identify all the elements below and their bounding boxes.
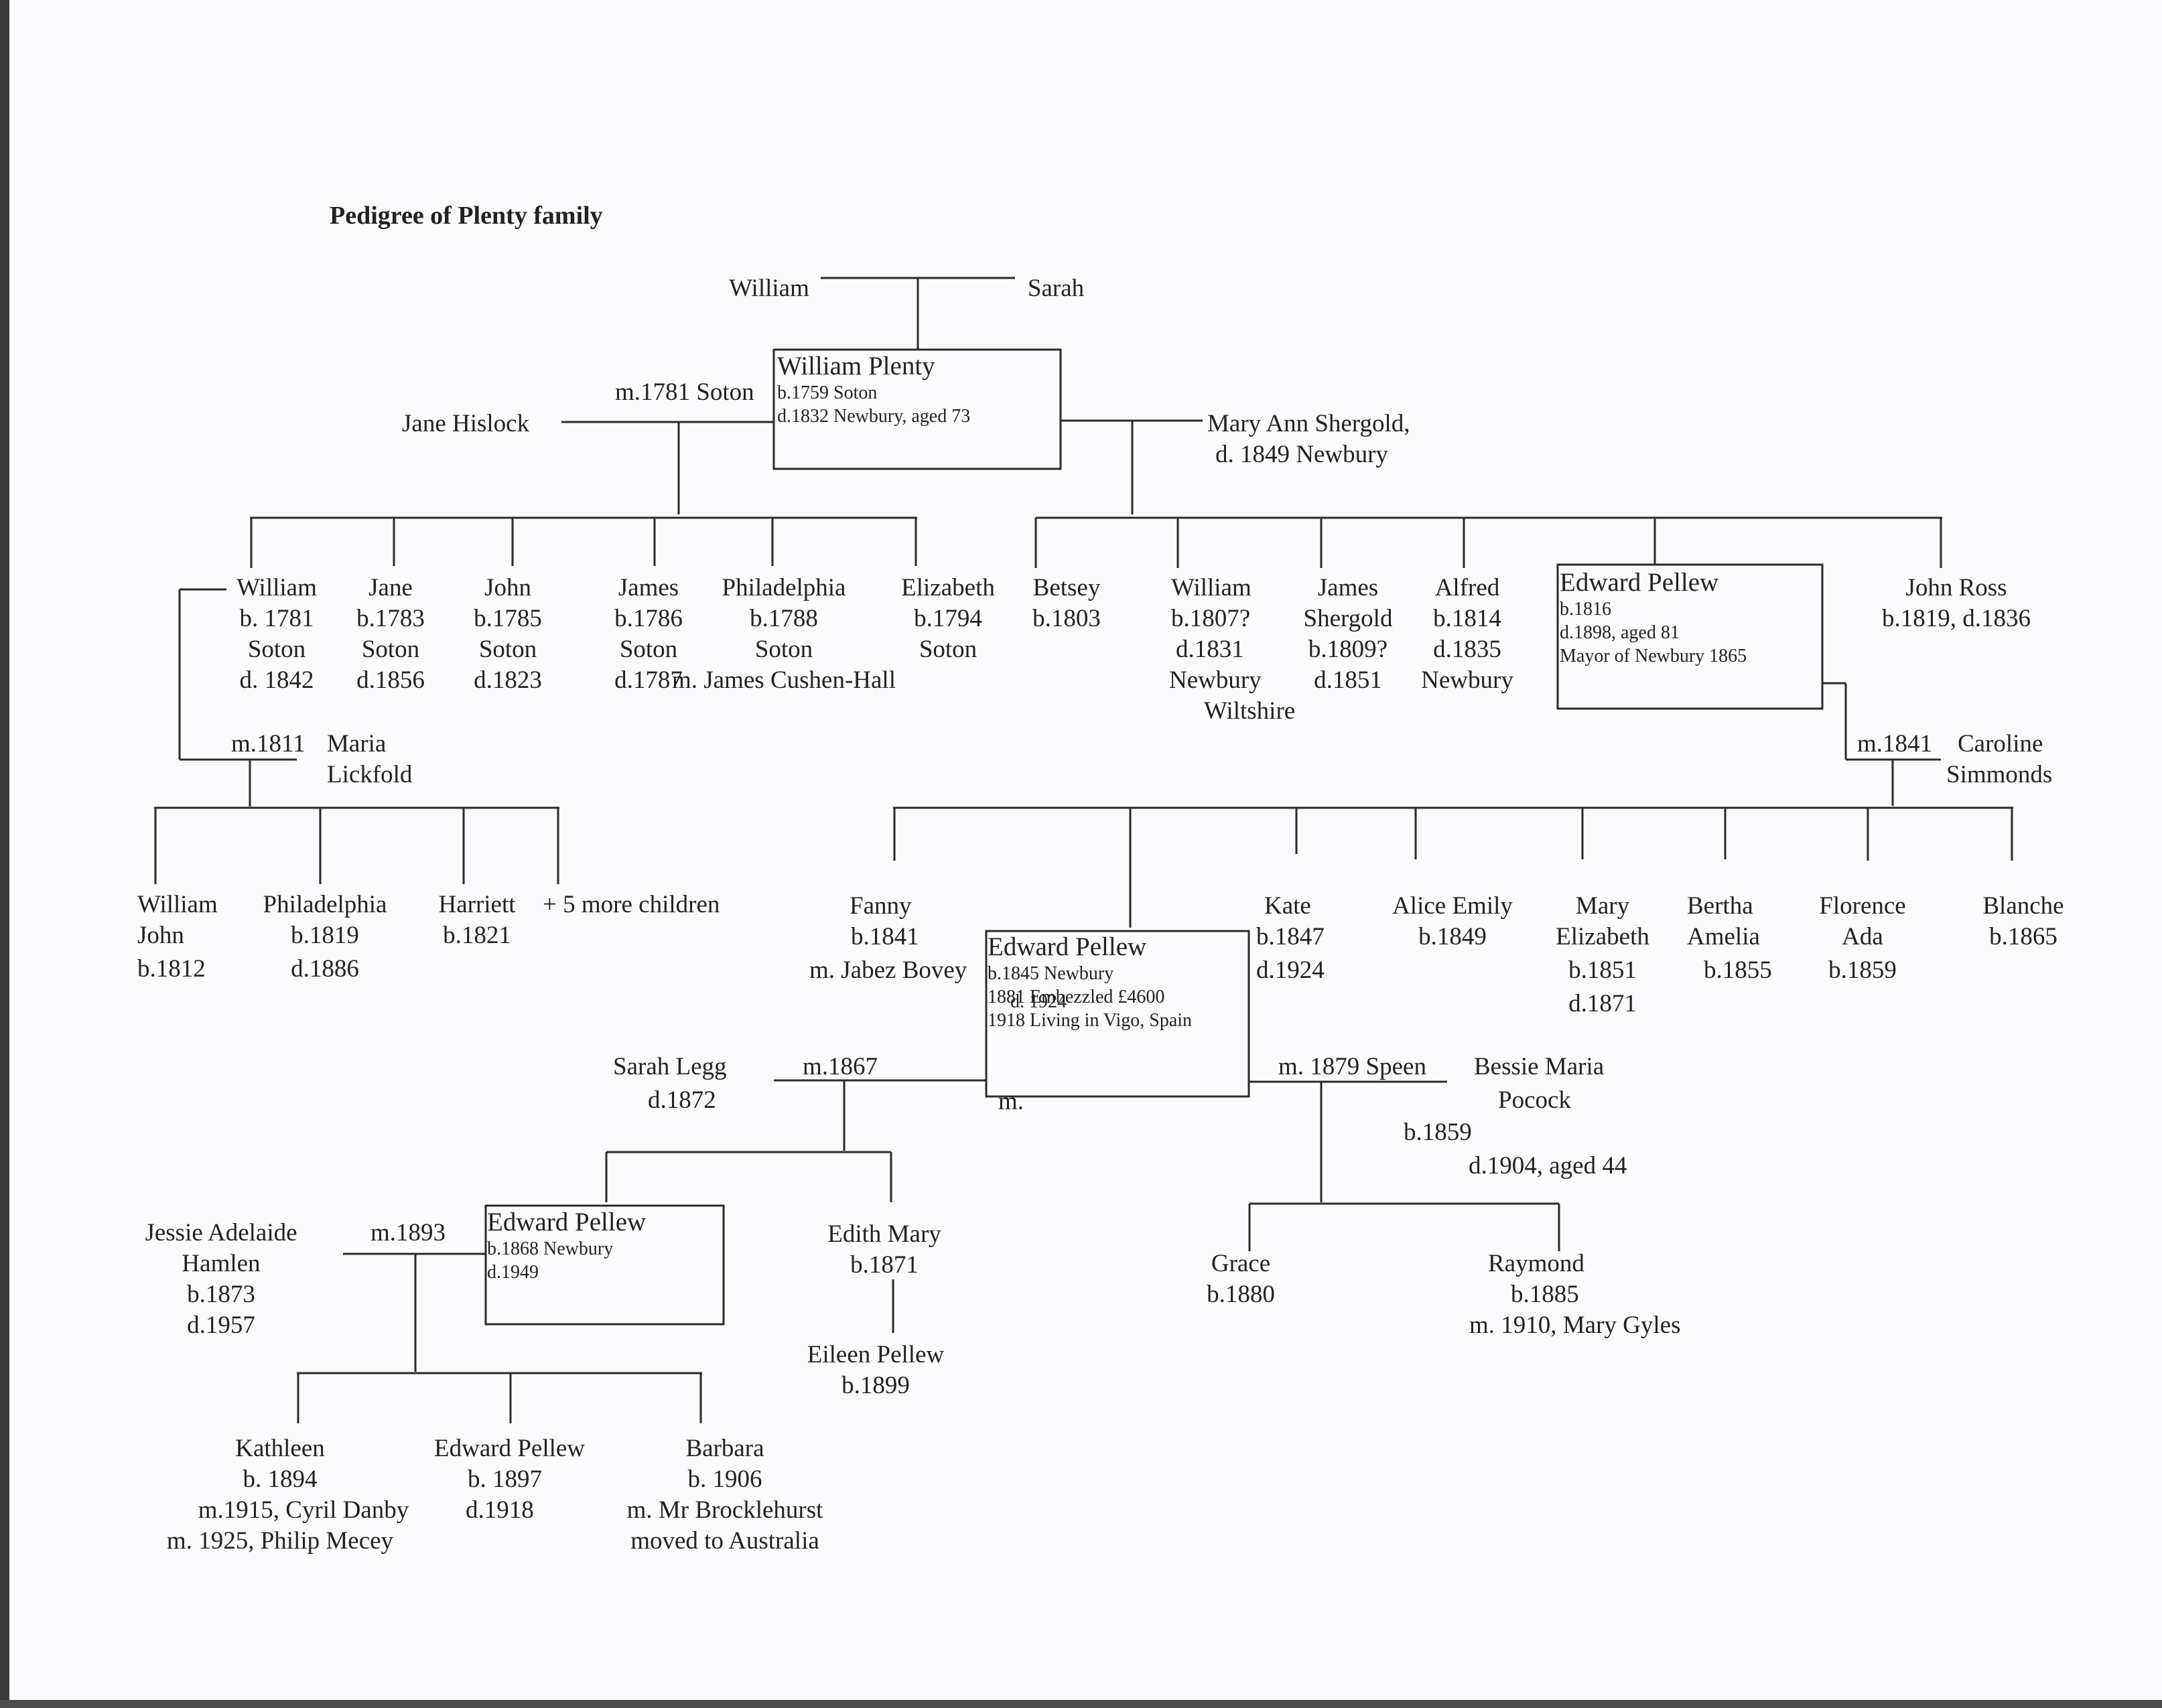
person-william-1807: William b.1807? d.1831 Newbury Wiltshire <box>1169 574 1296 725</box>
person-edward-pellew-1816: Edward Pellew b.1816 d.1898, aged 81 May… <box>1560 568 1747 666</box>
person-william-plenty: William Plenty b.1759 Soton d.1832 Newbu… <box>777 352 971 427</box>
scan-edge-bottom <box>0 1700 2162 1708</box>
box-edward-1845 <box>985 930 1250 1098</box>
person-fanny: Fanny b.1841 m. Jabez Bovey <box>809 892 967 984</box>
person-jane-hislock: Jane Hislock <box>402 410 530 437</box>
person-mary-elizabeth: Mary Elizabeth b.1851 d.1871 <box>1556 892 1649 1017</box>
marriage-1811-label: m.1811 <box>231 730 306 758</box>
box-edward-1868 <box>484 1204 725 1326</box>
marriage-1893-label: m.1893 <box>370 1219 446 1247</box>
person-sarah-legg: Sarah Legg d.1872 <box>613 1053 727 1114</box>
bessie-death: d.1904, aged 44 <box>1469 1152 1627 1180</box>
marriage-1879-label: m. 1879 Speen <box>1278 1053 1426 1080</box>
person-kate: Kate b.1847 d.1924 <box>1256 892 1325 984</box>
person-bessie-maria-pocock: Bessie Maria Pocock <box>1474 1053 1605 1114</box>
person-florence-ada: Florence Ada b.1859 <box>1819 892 1906 984</box>
marriage-1867-label: m.1867 <box>803 1053 878 1080</box>
more-children-note: + 5 more children <box>543 891 720 918</box>
person-mary-ann-shergold: Mary Ann Shergold, d. 1849 Newbury <box>1207 410 1410 468</box>
person-bertha-amelia: Bertha Amelia b.1855 <box>1687 892 1772 984</box>
person-william-father: William <box>729 275 809 302</box>
person-philadelphia-1819: Philadelphia b.1819 d.1886 <box>263 891 387 983</box>
person-william-john: William John b.1812 <box>137 891 218 983</box>
person-raymond: Raymond b.1885 m. 1910, Mary Gyles <box>1469 1250 1681 1339</box>
person-kathleen: Kathleen b. 1894 m.1915, Cyril Danby m. … <box>166 1435 409 1555</box>
chart-title: Pedigree of Plenty family <box>330 202 603 230</box>
box-edward-1816 <box>1556 563 1824 710</box>
person-edward-pellew-1868: Edward Pellew b.1868 Newbury d.1949 <box>487 1208 647 1283</box>
marriage-1841-label: m.1841 <box>1857 730 1933 758</box>
scan-edge-left <box>0 0 9 1708</box>
person-edward-pellew-1897: Edward Pellew b. 1897 d.1918 <box>434 1435 586 1524</box>
person-sarah-mother: Sarah <box>1027 275 1085 302</box>
overlapping-death-text: d. 1924 <box>1010 991 1067 1012</box>
stray-m-label: m. <box>998 1088 1024 1115</box>
person-edward-pellew-1845: Edward Pellew b.1845 Newbury 1881 Embezz… <box>988 932 1193 1031</box>
bessie-birth: b.1859 <box>1404 1119 1472 1146</box>
marriage-1781-label: m.1781 Soton <box>615 378 754 406</box>
